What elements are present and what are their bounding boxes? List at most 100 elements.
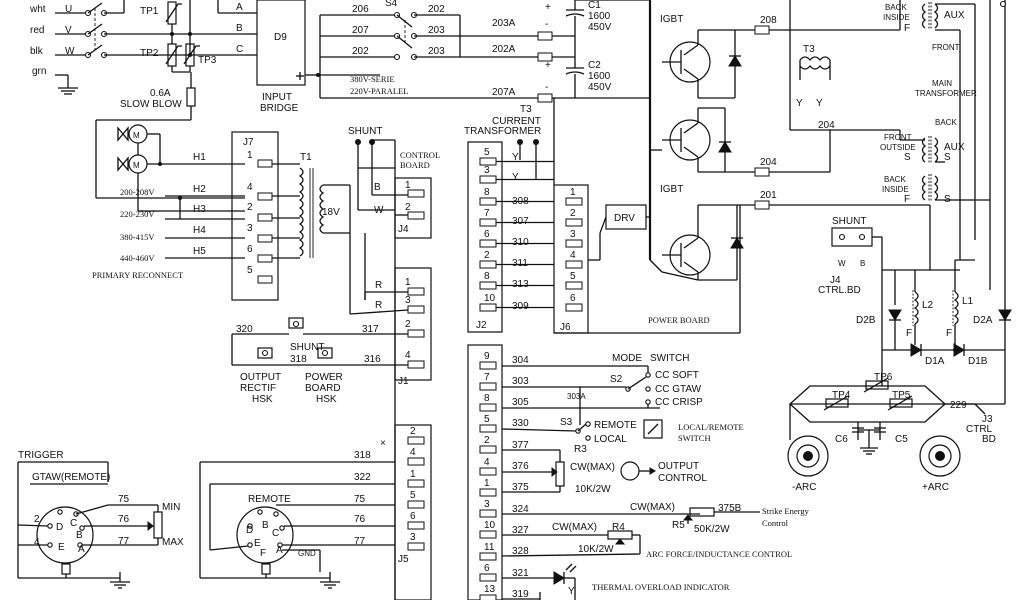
s4-voltage-switch: 206 S4 202 207 203 202 203 380V-SERIE 22…: [318, 0, 540, 99]
wire-319: 319: [512, 589, 529, 600]
aux1-label: AUX: [944, 10, 965, 21]
volt-380-415: 380-415V: [120, 232, 155, 242]
gtaw-remote-pot: [153, 511, 163, 539]
ctrl-j4: J4: [398, 224, 409, 235]
local-label[interactable]: LOCAL: [594, 434, 627, 445]
neg-arc-label: -ARC: [792, 482, 816, 493]
wire-310: 310: [512, 237, 529, 248]
c2-minus: -: [545, 82, 548, 93]
shunt-b: B: [860, 259, 865, 268]
remote-322: 322: [354, 472, 371, 483]
power-board-2: BOARD: [305, 383, 341, 394]
j5-pin: [407, 542, 425, 551]
s2-label: S: [944, 152, 951, 163]
t3-current-label: T3: [520, 104, 532, 115]
c2-plus: +: [545, 60, 551, 71]
j2-pin-label: 8: [484, 271, 490, 282]
input-bridge-label-1: INPUT: [262, 92, 292, 103]
igbt-power-stage: IGBT IGBT: [605, 0, 930, 281]
fuse: [186, 87, 196, 107]
wire-red-label: red: [30, 25, 44, 36]
wire-207A: 207A: [492, 87, 516, 98]
wire-wht-label: wht: [29, 4, 46, 15]
output-control-2: CONTROL: [658, 473, 707, 484]
igbt-mid-label: IGBT: [660, 184, 683, 195]
t1-18v: 18V: [322, 207, 340, 218]
front-outside2: OUTSIDE: [880, 143, 916, 152]
j6-pin-label: 5: [570, 271, 576, 282]
tp3-label: TP3: [198, 55, 217, 66]
j5-pin: [407, 436, 425, 445]
j2-pin: [479, 239, 497, 248]
paralel-label: 220V-PARALEL: [350, 86, 408, 96]
t3-l1: CURRENT: [492, 116, 541, 127]
wire-376: 376: [512, 461, 529, 472]
gtaw-remote-connector: [36, 506, 94, 564]
wire-316: 316: [364, 354, 381, 365]
j5-pin-label: 4: [410, 447, 416, 458]
j6-pin: [565, 218, 583, 227]
local-remote-switch-icon: [643, 419, 663, 439]
j6-pin: [565, 303, 583, 312]
main-label: MAIN: [932, 79, 952, 88]
shunt-sensor: [288, 317, 304, 329]
wire-321: 321: [512, 568, 529, 579]
lower-pin: [479, 488, 497, 497]
cc-crisp[interactable]: CC CRISP: [655, 397, 703, 408]
h3-label: H3: [193, 204, 206, 215]
back-inside-a2: INSIDE: [883, 13, 910, 22]
tp5-label: TP5: [892, 390, 911, 401]
fuse-rating: 0.6A: [150, 88, 171, 99]
gtaw-pin-d: D: [56, 522, 63, 533]
ctrl-j1: J1: [398, 376, 409, 387]
d1a-label: D1A: [925, 356, 945, 367]
bridge-b-label: B: [236, 23, 243, 34]
tp1-label: TP1: [140, 6, 159, 17]
lower-pin: [479, 382, 497, 391]
lower-pin: [479, 552, 497, 561]
remote-76: 76: [354, 514, 366, 525]
lower-pin-label: 8: [484, 393, 490, 404]
shunt2-label: SHUNT: [290, 342, 324, 353]
j7-p1: 1: [247, 150, 253, 161]
h4-label: H4: [193, 225, 206, 236]
j7-p2: 2: [247, 202, 253, 213]
shunt-w: W: [838, 259, 846, 268]
front-outside: FRONT: [884, 133, 912, 142]
j2-j6-connectors: T3 CURRENT TRANSFORMER Y Y J2 538762810 …: [464, 98, 741, 334]
primary-reconnect: PRIMARY RECONNECT: [92, 270, 184, 280]
j7-p6: 6: [247, 244, 253, 255]
c2-label: C2: [588, 60, 601, 71]
cc-gtaw[interactable]: CC GTAW: [655, 384, 702, 395]
main-transformer: BACK INSIDE F AUX FRONT MAIN TRANSFORMER…: [880, 0, 1007, 300]
fan-m1: M: [133, 131, 140, 140]
lr-switch-2: SWITCH: [678, 433, 711, 443]
output-control-1: OUTPUT: [658, 461, 699, 472]
wire-blk-label: blk: [30, 46, 44, 57]
output-bd: BD: [982, 434, 996, 445]
power-board-thermostat: [317, 347, 333, 359]
input-bridge-label-2: BRIDGE: [260, 103, 299, 114]
lower-pin: [479, 594, 497, 600]
drv-label: DRV: [614, 213, 635, 224]
h2-label: H2: [193, 184, 206, 195]
j2-connector: [467, 141, 503, 333]
wire-203a: 203: [428, 25, 445, 36]
j6-pin-label: 2: [570, 208, 576, 219]
wire-303A: 303A: [567, 392, 586, 401]
aux2-label: AUX: [944, 142, 965, 153]
j4-connector: [394, 177, 432, 239]
c6-label: C6: [835, 434, 848, 445]
wire-203b: 203: [428, 46, 445, 57]
cw-max-2: CW(MAX): [630, 502, 675, 513]
remote-gnd: GND: [298, 549, 316, 558]
cross-mark: ×: [380, 438, 386, 449]
j7-p5: 5: [247, 265, 253, 276]
remote-318: 318: [354, 450, 371, 461]
cc-soft[interactable]: CC SOFT: [655, 370, 699, 381]
remote-label[interactable]: REMOTE: [594, 420, 637, 431]
ctrl-b: B: [374, 182, 381, 193]
j2-pin-label: 7: [484, 208, 490, 219]
j2-pin: [479, 197, 497, 206]
t3-y2-label: Y: [512, 172, 519, 183]
